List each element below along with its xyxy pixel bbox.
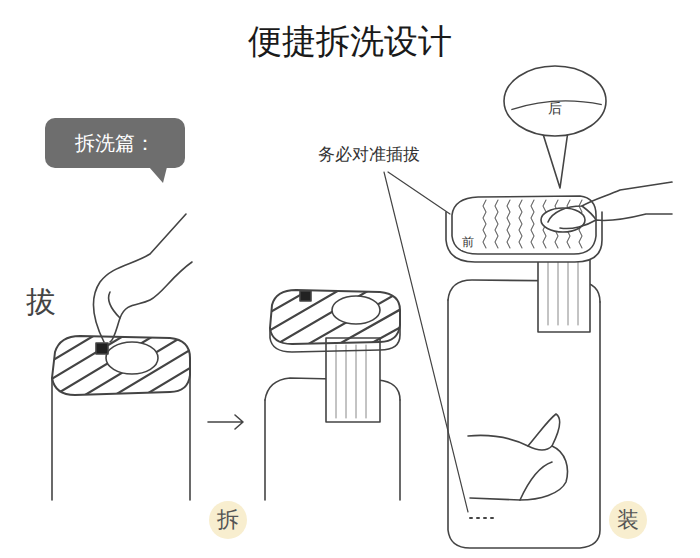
title: 便捷拆洗设计 xyxy=(248,22,452,61)
node-text: 拆洗篇： xyxy=(75,132,155,155)
badge-circle xyxy=(609,501,647,539)
node-text: 后 xyxy=(548,100,562,116)
bubble-body xyxy=(45,118,185,168)
node-text-group: 后 xyxy=(548,100,562,116)
node-text-group: 拆洗篇： xyxy=(75,132,155,155)
bubble-tail xyxy=(149,167,167,183)
node-text: 装 xyxy=(617,507,639,532)
node-text-group: 拆 xyxy=(217,507,239,532)
note-label: 务必对准插拔 xyxy=(318,145,420,165)
node-text: 拆 xyxy=(217,507,239,532)
badge-circle xyxy=(209,501,247,539)
action-label: 拔 xyxy=(26,285,56,320)
step-badge: 装 xyxy=(609,501,647,539)
step-badge: 拆 xyxy=(209,501,247,539)
speech-bubble: 拆洗篇： xyxy=(45,118,185,168)
magnifier-callout: 后 xyxy=(503,65,607,137)
callout-outline xyxy=(504,66,606,136)
node-text-group: 装 xyxy=(617,507,639,532)
orientation-mark: 前 xyxy=(461,236,475,250)
